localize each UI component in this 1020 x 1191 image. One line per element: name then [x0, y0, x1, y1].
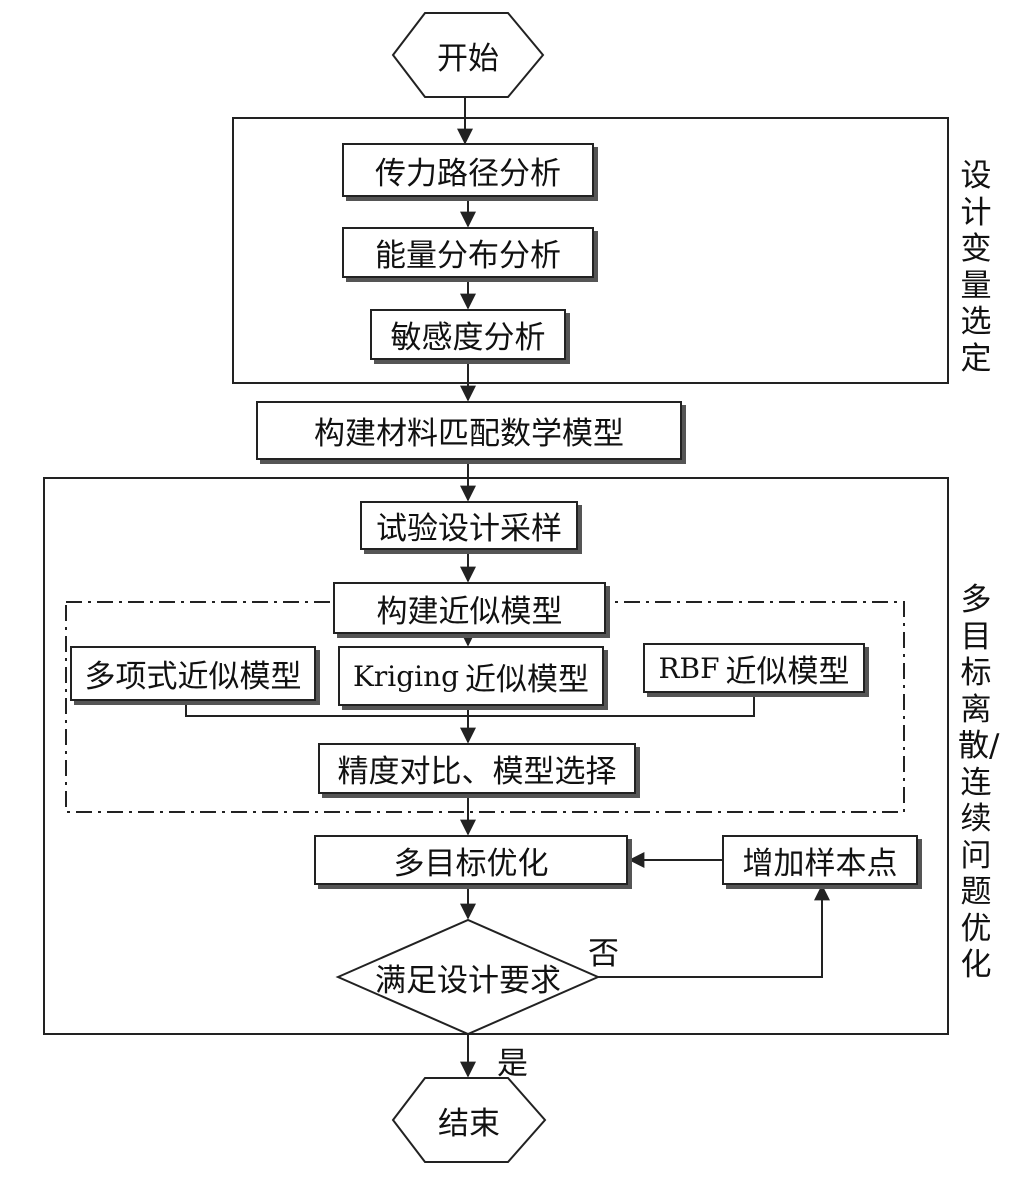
accuracy-compare-box: 精度对比、模型选择 — [318, 743, 636, 794]
decision-label: 满足设计要求 — [375, 962, 561, 999]
sensitivity-analysis-box: 敏感度分析 — [370, 309, 566, 360]
merge-line — [185, 693, 755, 717]
end-terminal — [391, 1077, 547, 1163]
build-approx-model-box: 构建近似模型 — [333, 582, 606, 634]
kriging-suffix: 近似模型 — [465, 661, 590, 698]
arrow-no-to-add-samples — [598, 884, 830, 978]
rbf-model-box: RBF 近似模型 — [643, 643, 865, 693]
doe-sampling-box: 试验设计采样 — [360, 501, 578, 550]
start-terminal — [391, 12, 545, 98]
decision-no-label: 否 — [588, 936, 619, 972]
polynomial-model-box: 多项式近似模型 — [70, 646, 316, 701]
kriging-model-box: Kriging 近似模型 — [338, 646, 604, 706]
end-label: 结束 — [438, 1105, 500, 1142]
add-samples-box: 增加样本点 — [722, 835, 918, 885]
rbf-prefix: RBF — [658, 651, 720, 685]
kriging-prefix: Kriging — [352, 659, 460, 693]
group-optimization-frame — [43, 477, 949, 1035]
energy-distribution-box: 能量分布分析 — [342, 227, 594, 278]
multi-objective-opt-box: 多目标优化 — [314, 835, 628, 885]
group-optimization-label: 多目标离散/连续问题优化 — [958, 582, 1000, 983]
material-model-box: 构建材料匹配数学模型 — [256, 401, 682, 460]
group-design-variables-frame — [232, 117, 949, 384]
rbf-suffix: 近似模型 — [725, 653, 850, 690]
start-label: 开始 — [437, 40, 499, 77]
load-path-analysis-box: 传力路径分析 — [342, 143, 594, 197]
group-design-variables-label: 设计变量选定 — [960, 158, 992, 377]
decision-yes-label: 是 — [497, 1046, 528, 1082]
